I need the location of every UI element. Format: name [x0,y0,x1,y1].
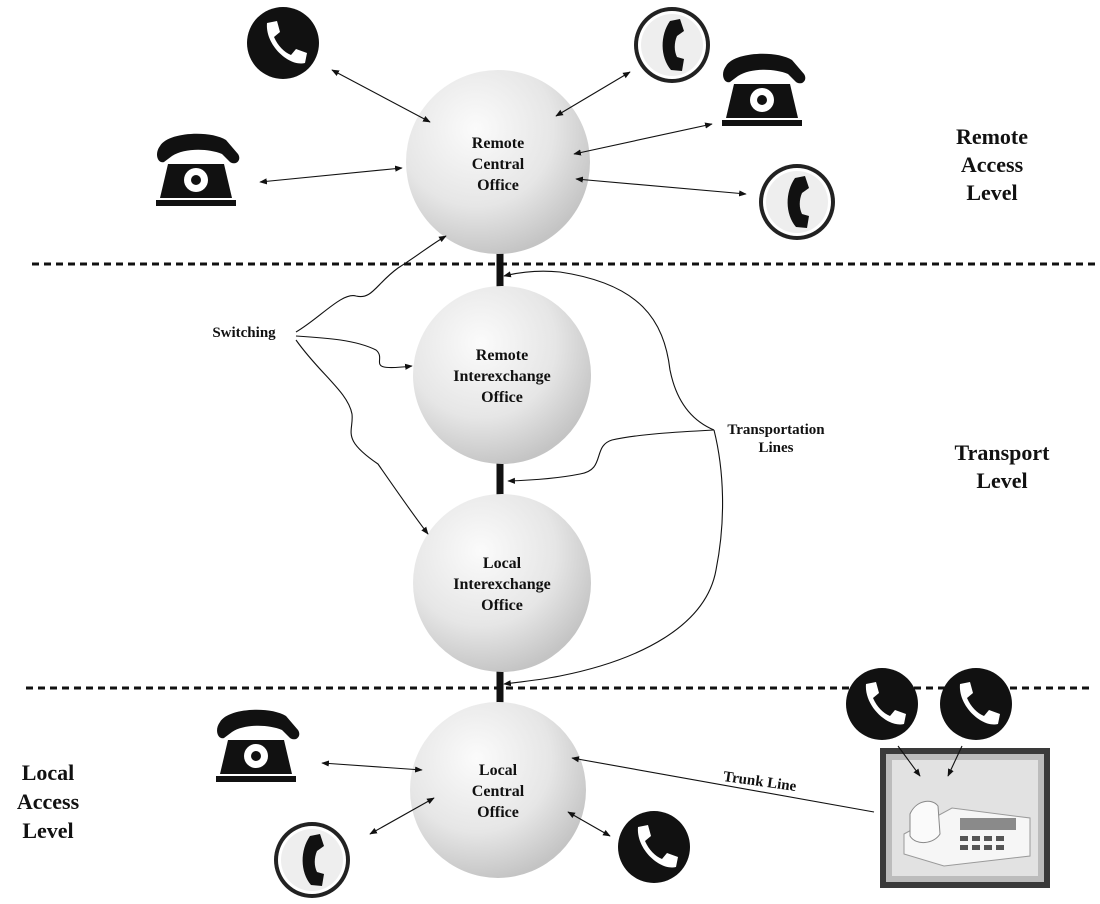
phone-handset-ringed-icon [634,7,710,83]
node-label-line: Interexchange [453,368,550,385]
connection-arrow [573,122,713,156]
local-central-office-node: Local Central Office [410,702,586,878]
phone-handset-ringed-icon [274,822,350,898]
node-label-line: Office [481,597,523,614]
level-label-local-access: Local [22,760,75,785]
connection-arrow [259,165,403,185]
node-label-line: Remote [476,347,528,364]
node-label-line: Interexchange [453,576,550,593]
node-label-line: Local [479,762,518,779]
level-label-transport: Transport [955,440,1051,465]
switching-label: Switching [212,325,276,341]
connection-arrow [369,797,435,835]
level-label-local-access: Access [17,789,80,814]
node-label-line: Central [472,156,525,173]
rotary-desk-phone-icon [156,133,240,206]
rotary-desk-phone-icon [722,53,806,126]
level-label-remote-access: Level [966,180,1017,205]
connection-arrow [555,71,631,117]
transportation-lines-label: Lines [758,440,793,456]
level-label-remote-access: Remote [956,124,1028,149]
transportation-line-arrow [507,429,715,484]
remote-interexchange-office-node: Remote Interexchange Office [413,286,591,464]
switching-arrow [295,335,413,370]
multiline-office-phone-icon [879,747,1051,889]
connection-arrow [897,745,921,777]
connection-arrow [575,176,747,197]
transportation-line-arrow [503,270,715,431]
node-label-line: Office [477,804,519,821]
connection-arrow [321,760,423,773]
phone-handset-badge-icon [247,7,319,79]
transportation-lines-label: Transportation [727,422,825,438]
level-label-remote-access: Access [961,152,1024,177]
connection-arrow [567,811,611,837]
connection-arrow [947,745,963,777]
transportation-line-arrow [503,429,724,687]
connection-arrow [331,69,431,123]
local-interexchange-office-node: Local Interexchange Office [413,494,591,672]
switching-arrow [295,339,429,535]
node-label-line: Office [477,177,519,194]
rotary-desk-phone-icon [216,709,300,782]
node-label-line: Remote [472,135,524,152]
phone-handset-badge-icon [618,811,690,883]
node-label-line: Office [481,389,523,406]
phone-handset-ringed-icon [759,164,835,240]
remote-central-office-node: Remote Central Office [406,70,590,254]
trunk-line-arrow [571,756,875,813]
phone-handset-badge-icon [940,668,1012,740]
node-label-line: Local [483,555,522,572]
node-label-line: Central [472,783,525,800]
switching-arrow [295,235,447,333]
level-label-local-access: Level [22,818,73,843]
level-label-transport: Level [976,468,1027,493]
phone-handset-badge-icon [846,668,918,740]
